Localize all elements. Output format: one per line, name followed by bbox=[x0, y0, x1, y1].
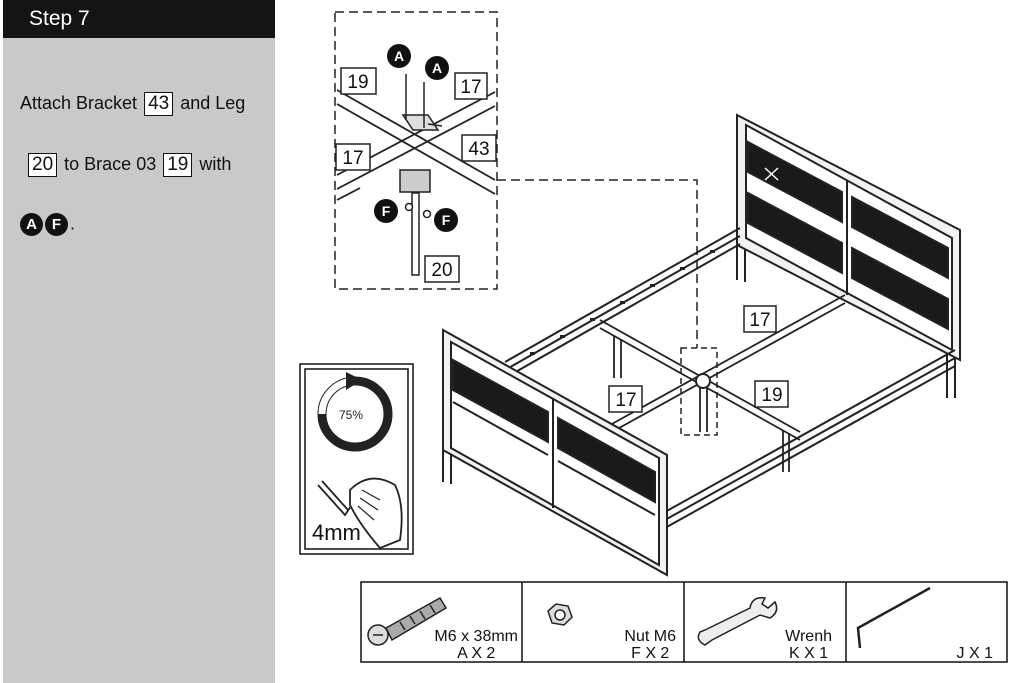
hardware-name: Nut M6 bbox=[624, 628, 676, 645]
label-box bbox=[608, 385, 643, 413]
instruction-text: with bbox=[199, 153, 232, 174]
instruction-text: and Leg bbox=[180, 92, 246, 113]
label-box bbox=[743, 305, 777, 333]
wrench-size: 4mm bbox=[312, 520, 361, 545]
detail-label-17: 17 bbox=[460, 77, 481, 98]
badge-f: F bbox=[382, 203, 391, 219]
step-title: Step 7 bbox=[3, 0, 275, 38]
hand-fingers bbox=[357, 489, 381, 521]
hardware-badge-a: A bbox=[20, 213, 43, 236]
detail-nut bbox=[404, 202, 414, 212]
nut-icon bbox=[547, 603, 573, 626]
label-box bbox=[340, 67, 377, 95]
hardware-name: Wrenh bbox=[785, 628, 832, 645]
hardware-badge-f: F bbox=[45, 213, 68, 236]
detail-label-17: 17 bbox=[342, 148, 363, 169]
instruction-text: . bbox=[70, 213, 76, 234]
side-rails bbox=[504, 227, 956, 529]
hardware-name: M6 x 38mm bbox=[434, 628, 518, 645]
allen-key-hand-icon bbox=[317, 477, 403, 550]
badge-circle bbox=[374, 199, 398, 223]
hardware-cell-allen-key: J X 1 bbox=[846, 582, 1007, 662]
wrench-icon bbox=[697, 596, 778, 646]
hardware-qty: J X 1 bbox=[956, 645, 993, 662]
main-label-19: 19 bbox=[761, 385, 782, 406]
hardware-qty: F X 2 bbox=[631, 645, 670, 662]
label-box bbox=[454, 72, 488, 100]
label-box bbox=[754, 380, 789, 408]
label-box bbox=[424, 255, 460, 283]
footboard bbox=[442, 328, 668, 577]
badge-circle bbox=[387, 44, 411, 68]
detail-nut bbox=[422, 209, 432, 219]
instruction-line-1: Attach Bracket 43 and Leg bbox=[20, 92, 245, 116]
hardware-cell-nut: Nut M6 F X 2 bbox=[522, 582, 684, 662]
progress-percent: 75% bbox=[339, 408, 363, 422]
instruction-text: to Brace 03 bbox=[64, 153, 157, 174]
label-box bbox=[461, 134, 497, 162]
part-number-badge: 20 bbox=[28, 153, 58, 177]
badge-circle bbox=[434, 208, 458, 232]
main-label-17: 17 bbox=[749, 310, 770, 331]
hardware-cell-wrench: Wrenh K X 1 bbox=[684, 582, 846, 662]
detail-label-20: 20 bbox=[431, 260, 452, 281]
leader-line bbox=[497, 179, 698, 348]
detail-label-43: 43 bbox=[468, 139, 489, 160]
badge-f: F bbox=[442, 212, 451, 228]
hardware-qty: K X 1 bbox=[789, 645, 829, 662]
part-number-badge: 19 bbox=[163, 153, 193, 177]
hardware-cell-bolt: M6 x 38mm A X 2 bbox=[361, 582, 522, 662]
badge-circle bbox=[425, 56, 449, 80]
badge-a: A bbox=[432, 60, 442, 76]
rail-slots bbox=[530, 250, 715, 355]
center-bracket bbox=[695, 373, 711, 389]
bolt-icon bbox=[367, 596, 448, 646]
part-number-badge: 43 bbox=[144, 92, 174, 116]
detail-highlight bbox=[680, 347, 718, 436]
instruction-sidebar: Step 7 Attach Bracket 43 and Leg 20 to B… bbox=[3, 0, 275, 683]
progress-ring-icon bbox=[317, 372, 393, 452]
label-box bbox=[335, 143, 371, 171]
detail-bracket bbox=[399, 74, 443, 276]
instruction-line-2: 20 to Brace 03 19 with bbox=[26, 153, 231, 177]
detail-label-19: 19 bbox=[347, 72, 368, 93]
allen-key-icon bbox=[856, 586, 931, 649]
headboard-logo bbox=[764, 167, 779, 181]
hardware-qty: A X 2 bbox=[457, 645, 496, 662]
instruction-text: Attach Bracket bbox=[20, 92, 138, 113]
main-label-17: 17 bbox=[615, 390, 636, 411]
headboard bbox=[736, 113, 961, 398]
badge-a: A bbox=[394, 48, 404, 64]
